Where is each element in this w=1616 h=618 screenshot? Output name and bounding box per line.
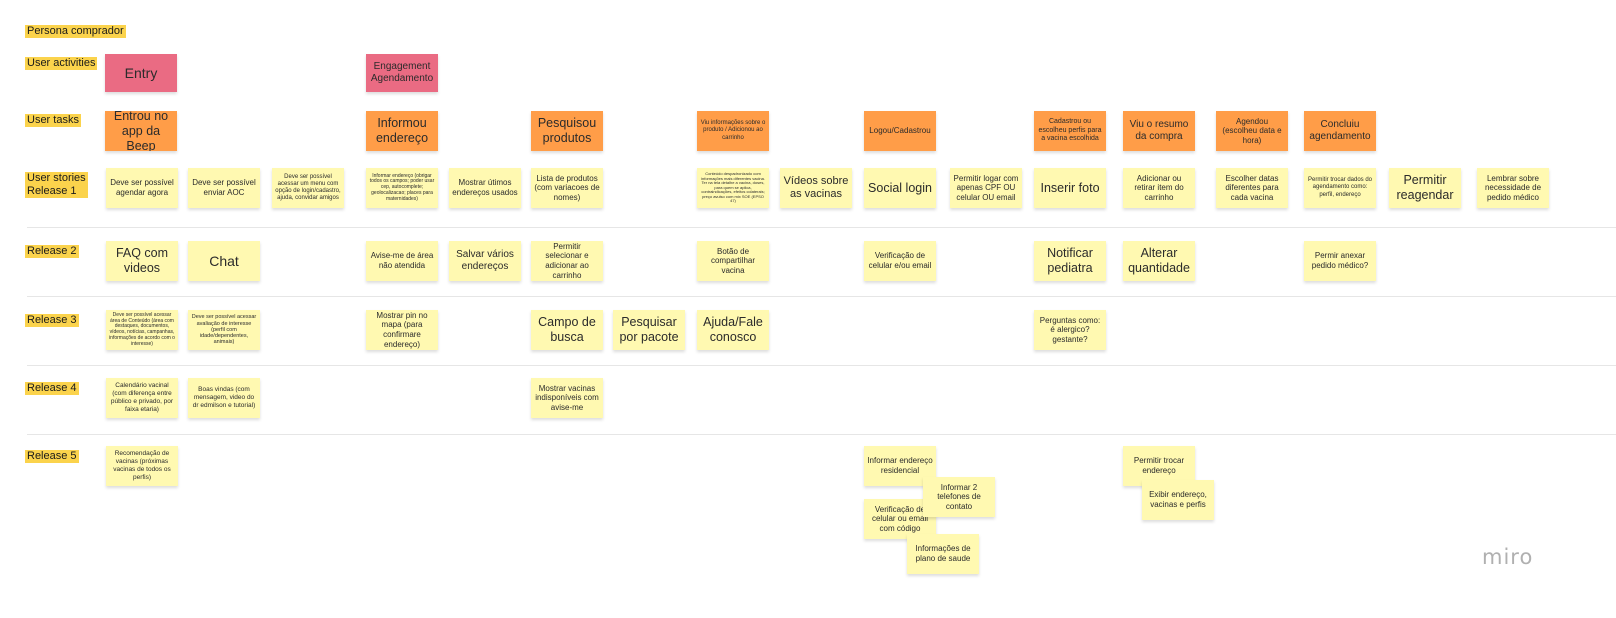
story-r1-datas-diferentes[interactable]: Escolher datas diferentes para cada vaci… [1216, 168, 1288, 208]
story-r3-perguntas[interactable]: Perguntas como: é alergico? gestante? [1034, 310, 1106, 350]
story-r1-inserir-foto[interactable]: Inserir foto [1034, 168, 1106, 208]
row-label-release-5[interactable]: Release 5 [25, 450, 79, 463]
story-r4-boas-vindas[interactable]: Boas vindas (com mensagem, video do dr e… [188, 378, 260, 418]
story-r3-campo-busca[interactable]: Campo de busca [531, 310, 603, 350]
release-divider [27, 434, 1616, 435]
story-r2-notificar-pediatra[interactable]: Notificar pediatra [1034, 241, 1106, 281]
task-agendou[interactable]: Agendou (escolheu data e hora) [1216, 111, 1288, 151]
story-r1-logar-cpf[interactable]: Permitir logar com apenas CPF OU celular… [950, 168, 1022, 208]
task-cadastrou-perfis[interactable]: Cadastrou ou escolheu perfis para a vaci… [1034, 111, 1106, 151]
release-divider [27, 365, 1616, 366]
row-label-user-stories-release-1[interactable]: User stories Release 1 [25, 172, 88, 198]
story-r1-informar-endereco[interactable]: Informar endereço (obrigar todos os camp… [366, 168, 438, 208]
story-r1-trocar-dados[interactable]: Permitir trocar dados do agendamento com… [1304, 168, 1376, 208]
story-r1-conteudo-vacina[interactable]: Conteúdo despadronizado com informações … [697, 168, 769, 208]
task-concluiu-agendamento[interactable]: Concluiu agendamento [1304, 111, 1376, 151]
story-r2-anexar-pedido[interactable]: Permir anexar pedido médico? [1304, 241, 1376, 281]
story-r2-salvar-enderecos[interactable]: Salvar vários endereços [449, 241, 521, 281]
story-r5-dois-telefones[interactable]: Informar 2 telefones de contato [923, 477, 995, 517]
story-r1-videos-vacinas[interactable]: Vídeos sobre as vacinas [780, 168, 852, 208]
story-r3-area-conteudo[interactable]: Deve ser possível acessar área de Conteú… [106, 310, 178, 350]
task-informou-endereco[interactable]: Informou endereço [366, 111, 438, 151]
row-label-user-activities[interactable]: User activities [25, 57, 98, 70]
story-r5-exibir-endereco[interactable]: Exibir endereço, vacinas e perfis [1142, 480, 1214, 520]
story-r1-lista-produtos[interactable]: Lista de produtos (com variacoes de nome… [531, 168, 603, 208]
task-viu-resumo[interactable]: Viu o resumo da compra [1123, 111, 1195, 151]
story-r5-endereco-residencial[interactable]: Informar endereço residencial [864, 446, 936, 486]
task-entrou-app[interactable]: Entrou no app da Beep [105, 111, 177, 151]
story-r2-selecionar-carrinho[interactable]: Permitir selecionar e adicionar ao carri… [531, 241, 603, 281]
story-r2-faq-videos[interactable]: FAQ com videos [106, 241, 178, 281]
miro-logo: miro [1482, 545, 1534, 569]
task-viu-informacoes[interactable]: Viu informações sobre o produto / Adicio… [697, 111, 769, 151]
story-r1-social-login[interactable]: Social login [864, 168, 936, 208]
row-label-release-4[interactable]: Release 4 [25, 382, 79, 395]
story-r1-menu-login[interactable]: Deve ser possível acessar um menu com op… [272, 168, 344, 208]
story-r2-chat[interactable]: Chat [188, 241, 260, 281]
story-r1-agendar-agora[interactable]: Deve ser possível agendar agora [106, 168, 178, 208]
row-label-user-tasks[interactable]: User tasks [25, 114, 81, 127]
story-r3-avaliacao-interesse[interactable]: Deve ser possível acessar avaliação de i… [188, 310, 260, 350]
story-r2-avise-area[interactable]: Avise-me de área não atendida [366, 241, 438, 281]
story-r3-ajuda-fale[interactable]: Ajuda/Fale conosco [697, 310, 769, 350]
story-r4-vacinas-indisponiveis[interactable]: Mostrar vacinas indisponíveis com avise-… [531, 378, 603, 418]
story-r4-calendario-vacinal[interactable]: Calendário vacinal (com diferença entre … [106, 378, 178, 418]
story-r2-verificacao-celular[interactable]: Verificação de celular e/ou email [864, 241, 936, 281]
story-r2-alterar-quantidade[interactable]: Alterar quantidade [1123, 241, 1195, 281]
story-r3-pesquisar-pacote[interactable]: Pesquisar por pacote [613, 310, 685, 350]
story-r2-compartilhar-vacina[interactable]: Botão de compartilhar vacina [697, 241, 769, 281]
story-r1-adicionar-retirar[interactable]: Adicionar ou retirar item do carrinho [1123, 168, 1195, 208]
release-divider [27, 227, 1616, 228]
row-label-release-2[interactable]: Release 2 [25, 245, 79, 258]
story-r1-ultimos-enderecos[interactable]: Mostrar útimos endereços usados [449, 168, 521, 208]
story-r1-pedido-medico[interactable]: Lembrar sobre necessidade de pedido médi… [1477, 168, 1549, 208]
task-pesquisou-produtos[interactable]: Pesquisou produtos [531, 111, 603, 151]
story-r5-plano-saude[interactable]: Informações de plano de saude [907, 534, 979, 574]
release-divider [27, 296, 1616, 297]
activity-engagement[interactable]: Engagement Agendamento [366, 54, 438, 92]
story-r5-recomendacao-vacinas[interactable]: Recomendação de vacinas (próximas vacina… [106, 446, 178, 486]
task-logou-cadastrou[interactable]: Logou/Cadastrou [864, 111, 936, 151]
activity-entry[interactable]: Entry [105, 54, 177, 92]
story-r1-reagendar[interactable]: Permitir reagendar [1389, 168, 1461, 208]
story-r5-trocar-endereco[interactable]: Permitir trocar endereço [1123, 446, 1195, 486]
story-r1-enviar-aoc[interactable]: Deve ser possível enviar AOC [188, 168, 260, 208]
row-label-release-3[interactable]: Release 3 [25, 314, 79, 327]
persona-label[interactable]: Persona comprador [25, 25, 126, 38]
story-r3-pin-mapa[interactable]: Mostrar pin no mapa (para confirmare end… [366, 310, 438, 350]
